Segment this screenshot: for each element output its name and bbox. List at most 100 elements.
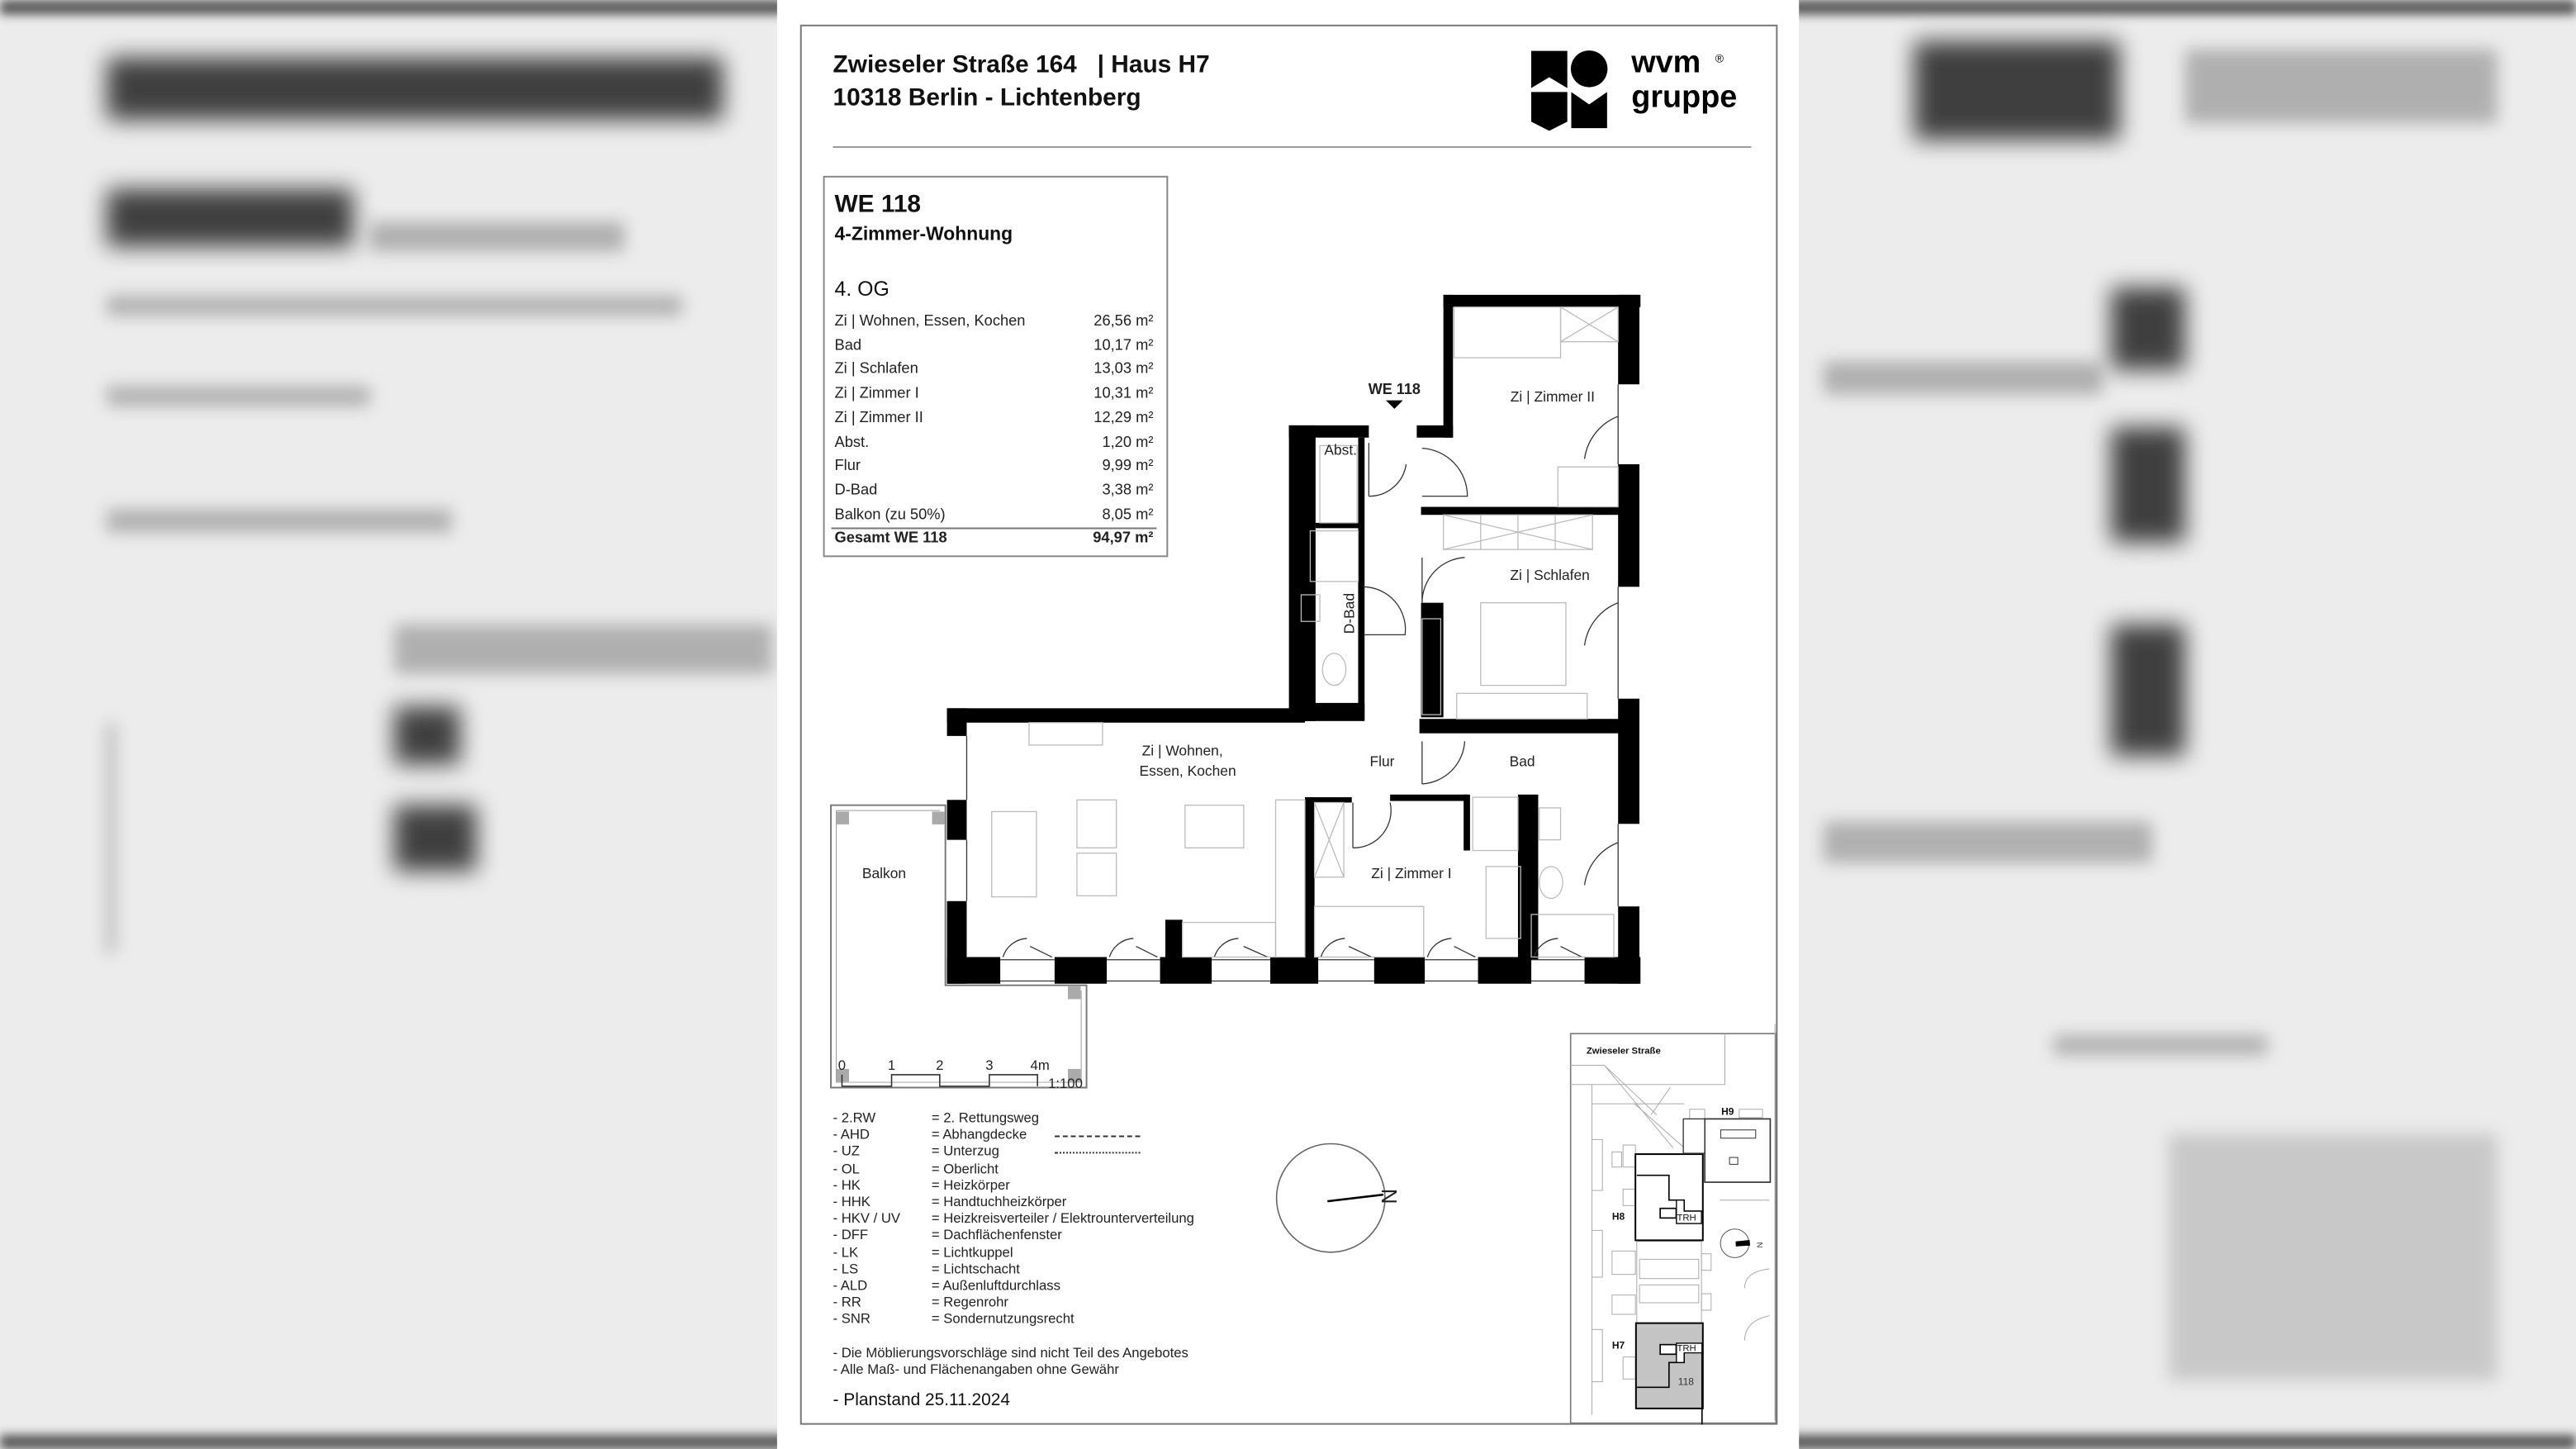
window [1318,938,1374,982]
legend-abbreviation: - LS [833,1260,859,1277]
room-label-schlafen: Zi | Schlafen [1510,567,1589,583]
room-name: Flur [834,457,861,474]
room-name: D-Bad [834,481,878,498]
room-name: Balkon (zu 50%) [834,505,946,522]
blur-shape [1824,821,2152,863]
room-name: Bad [834,336,862,354]
unit-type: 4-Zimmer-Wohnung [834,225,1013,245]
unit-floor: 4. OG [834,278,890,302]
house-label: | Haus H7 [1097,50,1210,79]
logo-registered: ® [1715,52,1724,65]
legend-description: = Handtuchheizkörper [931,1193,1067,1210]
room-label-dbad: D-Bad [1340,593,1357,634]
address-line1: Zwieseler Straße 164 | Haus H7 [833,51,1210,79]
room-area: 10,31 m² [1093,384,1154,401]
room-label-wohnen-line2: Essen, Kochen [1140,763,1236,779]
legend-line-sample [1055,1152,1141,1155]
siteplan-north-label: N [1756,1242,1764,1248]
logo-circle-shape [1570,50,1608,88]
room-area: 26,56 m² [1093,311,1154,329]
scale-tick-label: 0 [838,1057,846,1073]
siteplan-h8-label: H8 [1612,1211,1625,1223]
wvm-logo: wvm ® gruppe [1530,50,1737,131]
furniture [991,306,1619,958]
legend-description: = Oberlicht [931,1159,999,1176]
window [1000,938,1055,982]
total-divider [831,527,1157,530]
logo-word2: gruppe [1631,79,1737,114]
legend-abbreviation: - UZ [833,1143,860,1160]
legend-abbreviation: - RR [833,1293,861,1310]
window [1212,938,1271,982]
blur-shape [1824,361,2104,395]
room-label-flur: Flur [1369,753,1394,770]
blur-shape [2185,49,2498,124]
legend-abbreviation: - DFF [833,1226,869,1243]
scale-ratio: 1:100 [1048,1076,1083,1091]
legend-abbreviation: - HKV / UV [833,1209,900,1227]
logo-shield-shape [1530,92,1568,131]
siteplan-trh-h7: TRH [1677,1343,1696,1353]
total-row: Gesamt WE 118 94,97 m² [835,530,1154,546]
room-name: Abst. [834,433,870,450]
room-area-row: D-Bad 3,38 m² [835,482,1154,498]
room-area: 8,05 m² [1102,505,1154,522]
logo-notch-shape [1571,92,1607,129]
total-area: 94,97 m² [1093,529,1154,546]
blur-shape [369,221,624,252]
legend-description: = Lichtkuppel [931,1243,1013,1260]
scale-tick-label: 3 [985,1057,993,1073]
logo-square-shape [1530,50,1568,88]
blur-shape [394,706,460,764]
blur-shape [1914,40,2120,140]
entrance-arrow-icon [1386,400,1403,409]
total-label: Gesamt WE 118 [834,529,947,546]
window [1425,938,1478,982]
plan-date: - Planstand 25.11.2024 [833,1390,1010,1410]
logo-word1: wvm [1630,50,1701,80]
scale-tick-label: 4m [1031,1057,1050,1073]
room-label-zimmer2: Zi | Zimmer II [1511,388,1595,405]
room-label-zimmer1: Zi | Zimmer I [1371,865,1451,881]
unit-info-box: WE 118 4-Zimmer-Wohnung 4. OG Zi | Wohne… [823,175,1169,558]
room-area: 12,29 m² [1093,408,1154,425]
scale-tick-label: 1 [888,1057,895,1073]
blur-shape [394,624,772,674]
room-area-row: Balkon (zu 50%) 8,05 m² [835,506,1154,522]
legend-abbreviation: - AHD [833,1125,870,1143]
window [1531,938,1585,982]
siteplan-h7-label: H7 [1612,1340,1625,1352]
blur-shape [107,57,723,121]
note-furnishing: - Die Möblierungsvorschläge sind nicht T… [833,1344,1188,1361]
entrance-label: WE 118 [1369,381,1421,397]
legend-line-sample [1055,1135,1141,1138]
room-label-abst: Abst. [1324,441,1357,458]
room-name: Zi | Schlafen [834,360,918,378]
legend-abbreviation: - OL [833,1159,860,1176]
street-address: Zwieseler Straße 164 [833,50,1077,79]
legend-description: = Dachflächenfenster [931,1226,1062,1243]
sheet-frame [799,24,1778,1425]
legend-description: = Abhangdecke [931,1125,1027,1143]
legend-description: = Unterzug [931,1143,999,1160]
legend-description: = Heizkreisverteiler / Elektrounterverte… [931,1209,1194,1227]
blur-shape [107,723,116,953]
room-label-wohnen-line1: Zi | Wohnen, [1142,743,1223,759]
blur-shape [2111,427,2185,543]
legend-abbreviation: - 2.RW [833,1109,876,1126]
siteplan-h9-label: H9 [1721,1105,1734,1117]
room-area: 3,38 m² [1102,481,1154,498]
compass: N [1275,1143,1402,1253]
room-area-row: Abst.1,20 m² [835,433,1154,449]
room-name: Zi | Wohnen, Essen, Kochen [834,311,1026,329]
room-label-balkon: Balkon [862,865,906,881]
site-plan: Zwieseler Straße H9 H8 H7 TRH TRH 118 N [1569,1024,1777,1425]
blur-shape [107,386,370,406]
room-area-row: Zi | Wohnen, Essen, Kochen 26,56 m² [835,312,1154,329]
walls [946,294,1641,984]
room-area: 10,17 m² [1093,336,1154,354]
